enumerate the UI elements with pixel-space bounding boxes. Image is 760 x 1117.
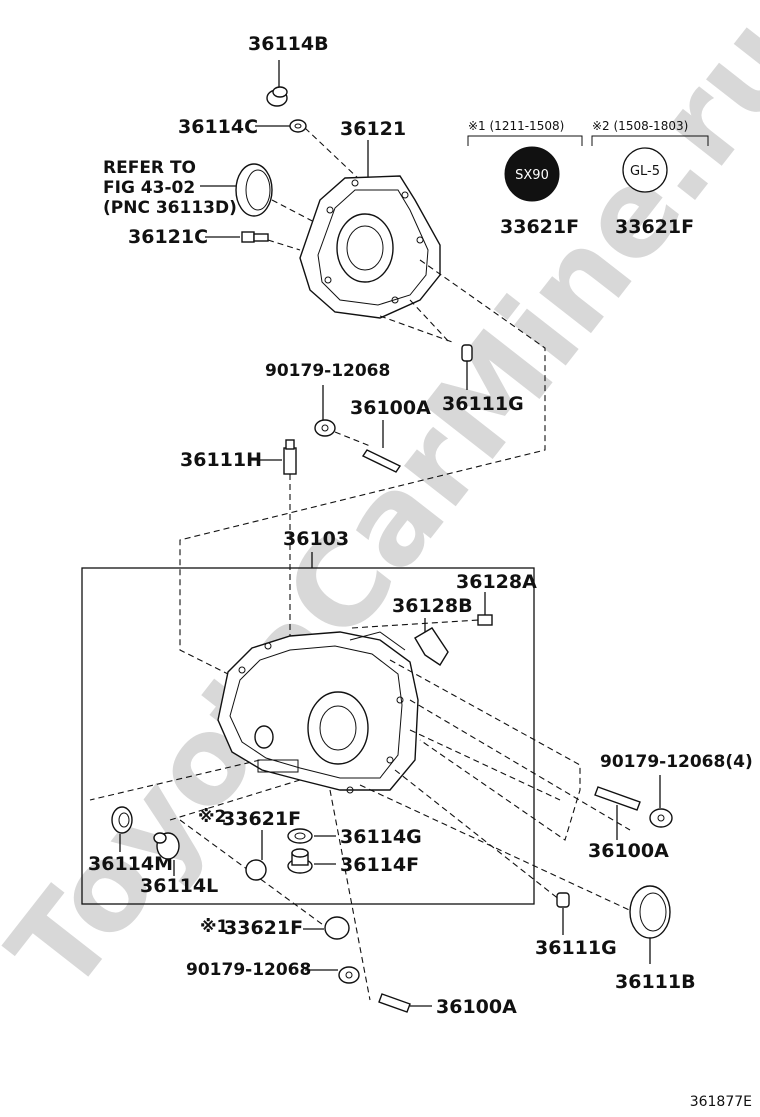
case-assembly-box [81,567,535,905]
label-36103[interactable]: 36103 [283,528,349,550]
label-36111H[interactable]: 36111H [180,449,262,471]
extension-housing-36121-icon[interactable] [299,175,441,319]
variant-2-header: ※2 (1508-1803) [592,119,688,133]
label-36114G[interactable]: 36114G [340,826,422,848]
oil-seal-ref-icon[interactable] [235,163,273,217]
note-mark-1: ※1 [200,917,228,937]
label-36114L[interactable]: 36114L [140,875,218,897]
gasket-36114G-icon[interactable] [287,828,313,844]
nut-90179-top-icon[interactable] [314,419,336,437]
plug-36114L-icon[interactable] [153,832,180,860]
label-36121C[interactable]: 36121C [128,226,208,248]
gasket-36114M-icon[interactable] [111,806,133,834]
transfer-case-36103-icon[interactable] [217,631,419,794]
label-90179-bottom[interactable]: 90179-12068 [186,960,311,980]
label-36128B[interactable]: 36128B [392,595,473,617]
washer-36114C-icon[interactable] [289,119,307,133]
nut-90179-bottom-icon[interactable] [338,966,360,984]
plug-36114B-icon[interactable] [266,86,288,107]
breather-36111H-icon[interactable] [283,439,297,475]
variant-1-header: ※1 (1211-1508) [468,119,564,133]
variant-1-part[interactable]: 33621F [500,216,579,238]
seal-36111B-icon[interactable] [629,885,671,939]
note-mark-2: ※2 [198,807,226,827]
plug-33621F-mid-icon[interactable] [245,859,267,881]
label-90179-top[interactable]: 90179-12068 [265,361,390,381]
variant-1-badge-text: SX90 [515,168,549,183]
label-36114M[interactable]: 36114M [88,853,173,875]
label-36114F[interactable]: 36114F [340,854,419,876]
variant-2-badge-text: GL-5 [630,164,660,179]
bolt-36128A-icon[interactable] [477,614,493,626]
variant-1-badge[interactable]: SX90 [504,146,560,202]
label-36114C[interactable]: 36114C [178,116,258,138]
variant-2-part[interactable]: 33621F [615,216,694,238]
pin-36111G-top-icon[interactable] [461,344,473,362]
label-36128A[interactable]: 36128A [456,571,537,593]
label-33621F-mid[interactable]: 33621F [222,808,301,830]
label-36111G-top[interactable]: 36111G [442,393,524,415]
label-36100A-right[interactable]: 36100A [588,840,669,862]
label-36111B[interactable]: 36111B [615,971,696,993]
plug-33621F-low-icon[interactable] [324,916,350,940]
label-36121[interactable]: 36121 [340,118,406,140]
label-36114B[interactable]: 36114B [248,33,329,55]
bolt-36121C-icon[interactable] [241,231,269,243]
nut-90179-right-icon[interactable] [649,808,673,828]
refer-line-3: (PNC 36113D) [103,198,237,218]
stud-36100A-bottom-icon[interactable] [378,993,411,1013]
refer-line-1: REFER TO [103,158,196,178]
figure-code: 361877E [690,1094,752,1110]
label-36100A-top[interactable]: 36100A [350,397,431,419]
refer-line-2: FIG 43-02 [103,178,195,198]
variant-2-badge[interactable]: GL-5 [622,147,668,193]
stud-36100A-top-icon[interactable] [361,449,402,473]
label-36100A-bottom[interactable]: 36100A [436,996,517,1018]
pin-36111G-right-icon[interactable] [556,892,570,908]
label-36111G-right[interactable]: 36111G [535,937,617,959]
bracket-36128B-icon[interactable] [414,627,449,666]
plug-36114F-icon[interactable] [287,848,313,874]
label-33621F-low[interactable]: 33621F [224,917,303,939]
stud-36100A-right-icon[interactable] [594,786,641,811]
label-90179-right[interactable]: 90179-12068(4) [600,752,753,772]
